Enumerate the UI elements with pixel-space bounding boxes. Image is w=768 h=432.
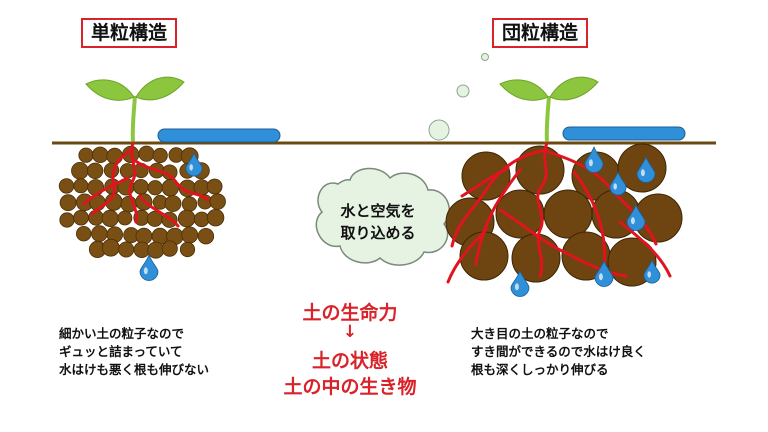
water-drop-highlight	[588, 159, 593, 167]
air-bubble-icon	[481, 53, 489, 61]
soil-particle-small	[133, 241, 151, 259]
root-strand	[128, 141, 139, 224]
root-strand	[460, 166, 510, 198]
water-drop-icon	[510, 269, 530, 297]
soil-particle-small	[91, 146, 109, 164]
water-drop-icon	[584, 145, 604, 173]
water-drop-icon	[594, 259, 614, 287]
water-drop-highlight	[647, 271, 651, 278]
root-strand	[132, 158, 210, 202]
soil-particle-small	[193, 211, 210, 228]
seedling-icon	[499, 76, 599, 143]
water-drops	[139, 145, 661, 297]
root-strand	[618, 220, 672, 278]
water-drop-icon	[139, 253, 159, 281]
water-drop-highlight	[613, 183, 617, 190]
soil-particle-small	[101, 209, 119, 227]
cloud-text: 水と空気を 取り込める	[318, 200, 438, 244]
soil-particle-small	[117, 210, 133, 226]
water-drop-icon	[636, 155, 656, 183]
soil-particle-small	[59, 212, 75, 228]
water-drop-highlight	[640, 169, 645, 177]
soil-particle-small	[106, 147, 123, 165]
water-drop-icon	[609, 171, 627, 196]
center-arrow: ↓	[342, 322, 358, 342]
soil-particle-small	[86, 162, 104, 180]
seedling-icon	[85, 76, 185, 143]
soil-particle-small	[209, 193, 226, 210]
root-strand	[474, 168, 522, 266]
right-title: 団粒構造	[492, 18, 589, 48]
soil-particle-small	[101, 238, 120, 257]
right-caption-line-3: 根も深くしっかり伸びる	[471, 362, 609, 377]
soil-particle-small	[181, 196, 198, 212]
cloud-icon	[315, 167, 450, 266]
center-line-2: 土の中の生き物	[283, 376, 417, 398]
soil-particle-small	[135, 227, 153, 245]
right-caption: 大き目の土の粒子なので すき間ができるので水はけ良く 根も深くしっかり伸びる	[471, 325, 646, 379]
soil-particle-small	[152, 147, 168, 164]
left-caption: 細かい土の粒子なので ギュッと詰まっていて 水はけも悪く根も伸びない	[59, 325, 209, 379]
cloud-line-1: 水と空気を	[340, 202, 416, 220]
soil-particle-small	[179, 241, 196, 258]
soil-particle-small	[59, 194, 77, 212]
root-strand	[138, 194, 180, 228]
root-strand	[82, 176, 130, 206]
air-bubble-icon	[428, 119, 450, 141]
water-drop-highlight	[189, 164, 193, 171]
soil-particle-small	[181, 226, 199, 244]
soil-particle-small	[197, 227, 215, 245]
water-drop-icon	[643, 259, 661, 284]
right-puddle	[562, 126, 686, 141]
soil-particle-small	[71, 162, 89, 180]
left-caption-line-2: ギュッと詰まっていて	[59, 344, 183, 359]
plant-roots	[82, 141, 672, 284]
soil-particle-small	[177, 209, 196, 228]
soil-particle-small	[161, 240, 178, 257]
left-title: 単粒構造	[81, 18, 178, 48]
left-caption-line-3: 水はけも悪く根も伸びない	[59, 362, 210, 377]
water-drop-highlight	[598, 273, 603, 281]
water-drop-highlight	[143, 267, 148, 275]
right-caption-line-2: すき間ができるので水はけ良く	[471, 344, 646, 359]
soil-particle-small	[78, 147, 94, 163]
left-puddle	[157, 128, 281, 143]
right-caption-line-1: 大き目の土の粒子なので	[471, 326, 609, 341]
soil-particle-large	[459, 231, 509, 281]
root-strand	[536, 141, 549, 278]
soil-particle-small	[133, 179, 149, 195]
left-caption-line-1: 細かい土の粒子なので	[59, 326, 185, 341]
soil-particle-small	[147, 241, 165, 259]
center-heading: 土の生命力	[302, 302, 398, 324]
right-soil-particles	[445, 143, 683, 287]
soil-particle-large	[515, 145, 565, 195]
soil-particle-small	[73, 209, 89, 226]
root-strand	[450, 148, 549, 248]
soil-particle-large	[543, 189, 593, 239]
air-bubble-icon	[456, 84, 470, 98]
water-drop-highlight	[630, 217, 635, 225]
soil-particle-small	[58, 178, 75, 194]
root-strand	[572, 170, 607, 272]
water-drop-icon	[626, 203, 646, 231]
soil-particle-small	[164, 195, 182, 213]
center-line-1: 土の状態	[311, 350, 388, 372]
soil-particle-small	[75, 225, 92, 242]
soil-particle-small	[73, 178, 89, 194]
soil-particle-small	[206, 178, 223, 195]
water-drop-icon	[185, 152, 203, 177]
soil-particle-small	[147, 180, 163, 196]
soil-particle-small	[118, 241, 135, 258]
root-strand	[446, 228, 488, 284]
soil-particle-small	[206, 208, 225, 227]
soil-particle-small	[91, 225, 108, 242]
water-drop-highlight	[514, 283, 519, 291]
cloud-line-2: 取り込める	[340, 224, 416, 242]
soil-particle-small	[138, 145, 155, 162]
